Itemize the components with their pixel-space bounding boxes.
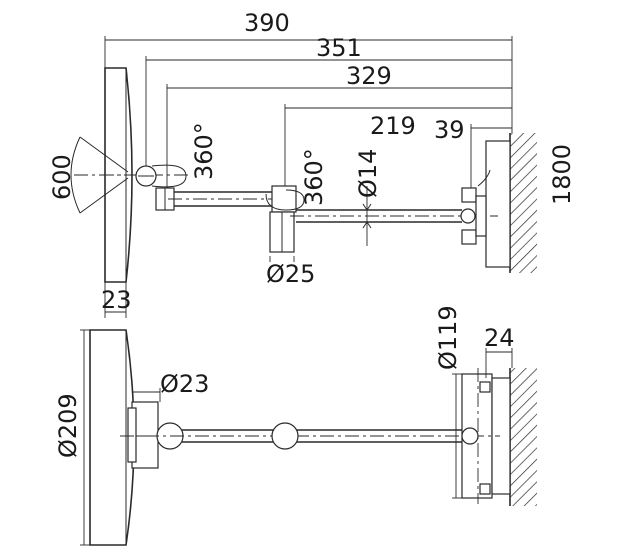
dim-to-pivot: 351 bbox=[316, 34, 362, 62]
dim-height: 1800 bbox=[548, 144, 576, 205]
dim-mirror-thickness: 23 bbox=[101, 286, 132, 314]
dim-pivot-dia: Ø23 bbox=[160, 370, 209, 398]
wall-pivot bbox=[460, 208, 476, 224]
dim-mirror-swing: 600 bbox=[48, 154, 76, 200]
dim-overall-width: 390 bbox=[244, 9, 290, 37]
top-mirror bbox=[104, 67, 133, 283]
top-view bbox=[70, 36, 537, 318]
dim-rotation-arm: 360° bbox=[300, 148, 328, 206]
dim-mirror-dia: Ø209 bbox=[54, 393, 82, 458]
front-view bbox=[80, 329, 537, 546]
dim-rotation-mirror: 360° bbox=[190, 122, 218, 180]
front-joint bbox=[271, 422, 299, 450]
dim-joint-dia: Ø25 bbox=[266, 260, 315, 288]
front-wall-joint bbox=[461, 427, 479, 445]
dim-base-dia: Ø119 bbox=[434, 305, 462, 370]
dim-base-depth: 24 bbox=[484, 324, 515, 352]
front-wall-hatch bbox=[510, 368, 537, 506]
top-wall-hatch bbox=[510, 133, 537, 273]
dim-mid-to-wall: 219 bbox=[370, 112, 416, 140]
dim-wall-offset: 39 bbox=[434, 116, 465, 144]
mirror-swing-arc bbox=[70, 136, 81, 214]
dim-arm-tube-dia: Ø14 bbox=[354, 149, 382, 198]
top-wall-plate bbox=[485, 140, 511, 268]
dim-to-arm-joint: 329 bbox=[346, 62, 392, 90]
